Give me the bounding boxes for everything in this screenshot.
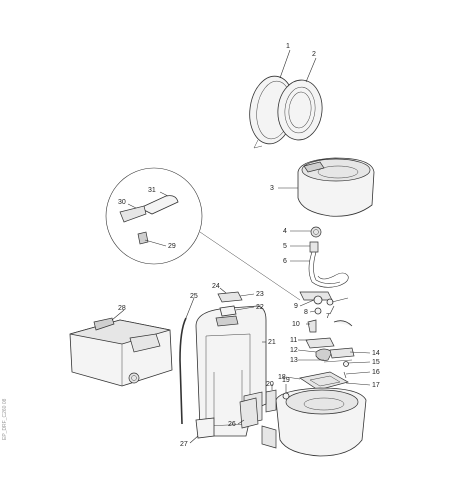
callout-12: 12 [290, 347, 298, 354]
callout-17: 17 [372, 382, 380, 389]
part-18-gasket [299, 371, 349, 391]
callout-20: 20 [266, 381, 274, 388]
callout-11: 11 [290, 337, 297, 344]
callout-8: 8 [304, 309, 308, 316]
detail-inset [105, 167, 301, 301]
part-7-screw [329, 305, 335, 315]
callouts: 1 2 3 4 5 6 7 8 9 10 11 12 13 14 15 16 1… [118, 43, 380, 448]
part-3-bowl-top [297, 157, 375, 217]
part-4-valve [310, 226, 322, 238]
callout-16: 16 [372, 369, 380, 376]
callout-5: 5 [283, 243, 287, 250]
part-8-fitting [314, 307, 322, 315]
callout-6: 6 [283, 258, 287, 265]
part-2-lid [277, 79, 323, 141]
callout-14: 14 [372, 350, 380, 357]
callout-9: 9 [294, 303, 298, 310]
part-28-waste-tank [69, 317, 173, 387]
part-25-seal [179, 317, 187, 425]
callout-22: 22 [256, 304, 264, 311]
part-9-pump [299, 291, 349, 306]
part-13-14-15-slide [323, 347, 355, 367]
callout-18: 18 [278, 374, 286, 381]
part-10-lever [307, 319, 353, 333]
callout-31: 31 [148, 187, 156, 194]
part-11-12-blade-mount [305, 337, 335, 361]
part-16-pin [343, 371, 347, 379]
callout-29: 29 [168, 243, 176, 250]
callout-4: 4 [283, 228, 287, 235]
callout-10: 10 [292, 321, 300, 328]
callout-13: 13 [290, 357, 298, 364]
callout-3: 3 [270, 185, 274, 192]
callout-15: 15 [372, 359, 380, 366]
callout-19: 19 [282, 377, 290, 384]
callout-27: 27 [180, 441, 188, 448]
part-19-20-fixings [265, 389, 290, 413]
callout-21: 21 [268, 339, 276, 346]
callout-30: 30 [118, 199, 126, 206]
callout-2: 2 [312, 51, 316, 58]
callout-23: 23 [256, 291, 264, 298]
part-17-bowl-base [261, 387, 367, 457]
callout-1: 1 [286, 43, 290, 50]
part-5-6-hose [308, 241, 349, 288]
side-drawing-code: EP_DRF_C260 08 [2, 398, 8, 440]
part-27-door [195, 417, 215, 439]
callout-26: 26 [228, 421, 236, 428]
part-26-bracket [239, 397, 259, 429]
callout-7: 7 [326, 313, 330, 320]
callout-24: 24 [212, 283, 220, 290]
callout-28: 28 [118, 305, 126, 312]
leader-lines [111, 49, 371, 444]
part-22-23-24-cap [215, 291, 243, 327]
callout-25: 25 [190, 293, 198, 300]
